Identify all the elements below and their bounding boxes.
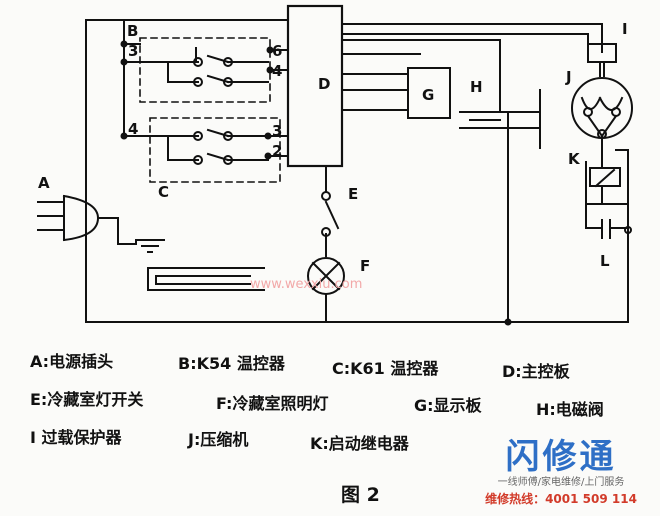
legend-i: I 过载保护器 xyxy=(30,428,122,447)
label-d: D xyxy=(318,75,330,93)
terminal-b4: 4 xyxy=(128,120,138,138)
capacitor-l xyxy=(585,203,629,239)
legend-e: E:冷藏室灯开关 xyxy=(30,390,144,409)
legend-k: K:启动继电器 xyxy=(310,434,409,453)
label-k: K xyxy=(568,150,581,168)
legend-a: A:电源插头 xyxy=(30,352,114,371)
label-f: F xyxy=(360,257,370,275)
label-b: B xyxy=(127,22,138,40)
label-g: G xyxy=(422,86,434,104)
legend-f: F:冷藏室照明灯 xyxy=(216,394,329,413)
thermostat-b-box xyxy=(139,37,271,103)
legend-g: G:显示板 xyxy=(414,396,482,415)
legend-b: B:K54 温控器 xyxy=(178,354,285,373)
legend-d: D:主控板 xyxy=(502,362,570,381)
start-relay-k xyxy=(589,167,621,187)
label-i: I xyxy=(622,20,628,38)
legend-j: J:压缩机 xyxy=(188,430,249,449)
brand-hotline: 维修热线：4001 509 114 xyxy=(485,492,637,506)
label-c: C xyxy=(158,183,169,201)
terminal-c2: 2 xyxy=(272,142,282,160)
main-board-d xyxy=(286,4,344,168)
legend-h: H:电磁阀 xyxy=(536,400,604,419)
terminal-c4: 4 xyxy=(272,62,282,80)
display-board-g xyxy=(407,67,451,119)
contact-b1 xyxy=(193,57,203,67)
terminal-b3: 3 xyxy=(128,42,138,60)
terminal-c6: 6 xyxy=(272,42,282,60)
terminal-c3: 3 xyxy=(272,122,282,140)
contact-c1 xyxy=(193,131,203,141)
wire-top xyxy=(85,19,603,25)
label-e: E xyxy=(348,185,358,203)
label-j: J xyxy=(565,68,572,86)
watermark-mid: www.wexxiu.com xyxy=(250,277,363,292)
heater-element xyxy=(147,267,265,291)
legend-c: C:K61 温控器 xyxy=(332,359,439,378)
wire-to-overload xyxy=(341,23,603,53)
label-h: H xyxy=(470,78,483,96)
label-l: L xyxy=(600,252,610,270)
brand-watermark: 闪修通 一线师傅/家电维修/上门服务 维修热线：4001 509 114 xyxy=(480,438,642,508)
overload-i xyxy=(587,43,617,63)
thermostat-c-box xyxy=(149,117,281,183)
lamp-switch-e xyxy=(324,165,340,257)
wire-c xyxy=(123,61,169,137)
solenoid-h xyxy=(341,39,541,323)
brand-slogan: 一线师傅/家电维修/上门服务 xyxy=(497,477,625,488)
label-a: A xyxy=(38,174,50,192)
brand-name: 闪修通 xyxy=(505,437,617,477)
figure-caption: 图 2 xyxy=(341,484,380,506)
plug-a xyxy=(37,194,165,253)
